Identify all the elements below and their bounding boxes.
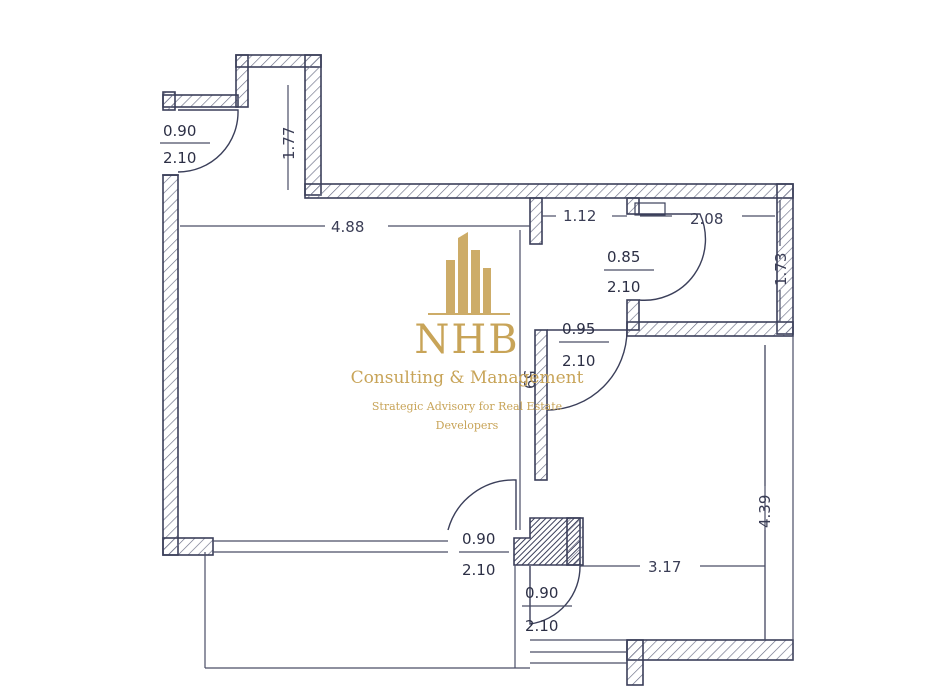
door-swings [177, 109, 707, 625]
door-2-height: 2.10 [607, 278, 640, 296]
dim-1-73: 1.73 [772, 253, 790, 286]
door-swing-bath [638, 213, 707, 301]
door-labels: 0.90 2.10 0.85 2.10 0.95 2.10 0.90 2.10 … [160, 122, 654, 635]
door-4-height: 2.10 [462, 561, 495, 579]
watermark-tagline-2: Developers [436, 419, 499, 432]
watermark-brand: NHB [414, 317, 519, 363]
door-3-width: 0.95 [562, 320, 595, 338]
wall-left-main [162, 174, 179, 556]
door-1-width: 0.90 [163, 122, 196, 140]
door-swing-corridor [546, 329, 628, 411]
wall-bath-bottom [626, 321, 794, 337]
watermark-logo-icon [428, 232, 510, 315]
dim-4-88: 4.88 [331, 218, 364, 236]
dimension-labels: 1.77 4.88 1.12 2.08 1.73 59 4.39 3.17 [280, 127, 790, 576]
watermark: NHB Consulting & Management Strategic Ad… [351, 232, 584, 432]
door-5-width: 0.90 [525, 584, 558, 602]
door-3-height: 2.10 [562, 352, 595, 370]
door-swing-living [447, 479, 517, 531]
wall-bottom-living [162, 537, 214, 556]
wall-stub-b [626, 197, 640, 215]
walls [162, 54, 794, 686]
wall-central [534, 329, 548, 481]
watermark-name: Consulting & Management [351, 368, 584, 388]
wall-entry-cap [162, 91, 176, 111]
dim-59: 59 [520, 370, 538, 389]
dim-1-77: 1.77 [280, 127, 298, 160]
dim-4-39: 4.39 [756, 495, 774, 528]
wall-top-main [304, 183, 794, 199]
wall-column-dense-2 [566, 517, 584, 566]
thin-lines [204, 202, 794, 669]
door-4-width: 0.90 [462, 530, 495, 548]
door-2-width: 0.85 [607, 248, 640, 266]
door-5-height: 2.10 [525, 617, 558, 635]
dim-2-08: 2.08 [690, 210, 723, 228]
wall-stub-a [529, 197, 543, 245]
wall-bedroom-bottom-stub [626, 639, 644, 686]
dim-3-17: 3.17 [648, 558, 681, 576]
wall-stub-c [626, 299, 640, 331]
dim-1-12: 1.12 [563, 207, 596, 225]
door-1-height: 2.10 [163, 149, 196, 167]
dimension-lines [180, 85, 781, 640]
wall-bedroom-bottom [626, 639, 794, 661]
door-swing-entry [177, 109, 239, 173]
watermark-tagline-1: Strategic Advisory for Real Estate [372, 400, 562, 413]
wall-corridor-right [304, 54, 322, 196]
